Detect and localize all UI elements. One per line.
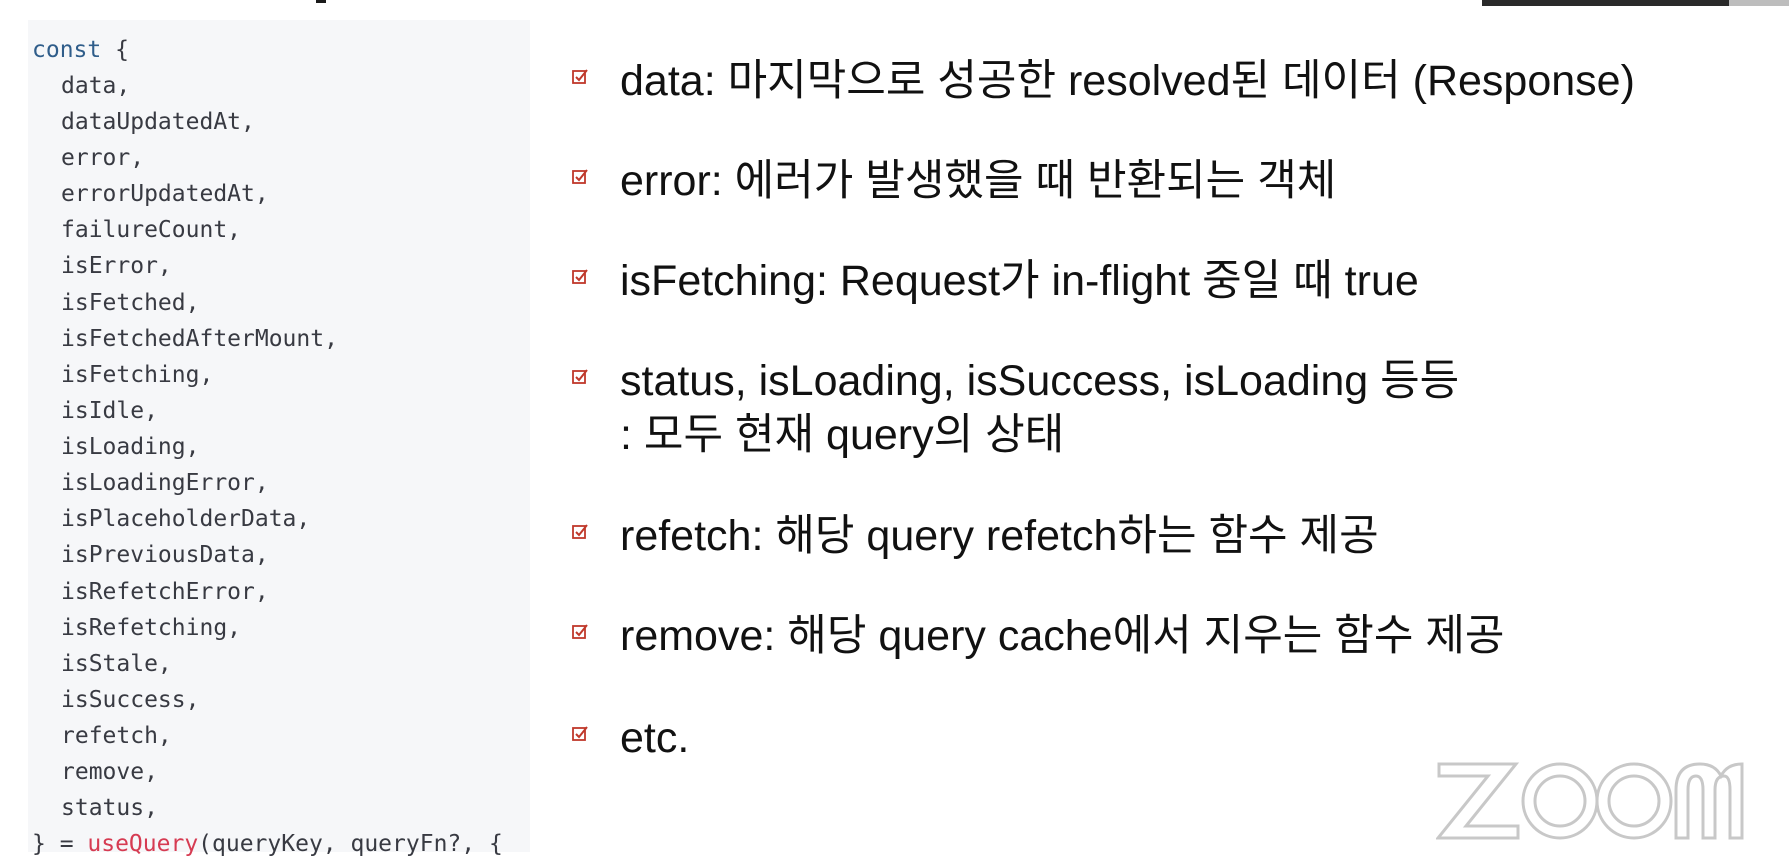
code-open-line: const { [32, 34, 129, 66]
code-close-line: } = useQuery(queryKey, queryFn?, { [32, 828, 503, 860]
close-suffix: (queryKey, queryFn?, { [198, 831, 503, 857]
bullet-text: etc. [620, 714, 690, 762]
checkbox-checked-icon [572, 169, 588, 184]
checkbox-checked-icon [572, 624, 588, 639]
code-field: isFetchedAfterMount, [61, 326, 338, 352]
bullet-text: error: 에러가 발생했을 때 반환되는 객체 [620, 157, 1337, 205]
code-field: isLoading, [61, 434, 200, 460]
code-field: remove, [61, 759, 158, 785]
zoom-logo [1436, 762, 1744, 840]
code-field: status, [61, 795, 158, 821]
bullet-text: isFetching: Request가 in-flight 중일 때 true [620, 257, 1419, 305]
checkbox-checked-icon [572, 69, 588, 84]
const-keyword: const [32, 37, 102, 63]
close-prefix: } = [32, 831, 88, 857]
code-field: dataUpdatedAt, [61, 109, 255, 135]
code-field: isLoadingError, [61, 470, 269, 496]
code-field: isRefetchError, [61, 579, 269, 605]
code-panel: const { data, dataUpdatedAt, error, erro… [28, 20, 530, 857]
bullet-text: status, isLoading, isSuccess, isLoading … [620, 357, 1460, 405]
video-thumbnail-strip [1482, 0, 1789, 6]
checkbox-checked-icon [572, 369, 588, 384]
bullet-text: remove: 해당 query cache에서 지우는 함수 제공 [620, 612, 1505, 660]
code-field: errorUpdatedAt, [61, 181, 269, 207]
top-edge-mark [316, 0, 326, 3]
code-field: data, [61, 73, 131, 99]
checkbox-checked-icon [572, 726, 588, 741]
bullet-text-continuation: : 모두 현재 query의 상태 [620, 411, 1065, 459]
code-field: isFetched, [61, 290, 200, 316]
code-field: isRefetching, [61, 615, 242, 641]
bullet-list: data: 마지막으로 성공한 resolved된 데이터 (Response)… [572, 0, 1772, 861]
use-query-function: useQuery [87, 831, 199, 857]
checkbox-checked-icon [572, 269, 588, 284]
code-field: error, [61, 145, 145, 171]
code-field: isError, [61, 253, 172, 279]
checkbox-checked-icon [572, 524, 588, 539]
bullet-text: refetch: 해당 query refetch하는 함수 제공 [620, 512, 1379, 560]
code-field: isPreviousData, [61, 542, 269, 568]
code-field: isFetching, [61, 362, 214, 388]
code-field: isIdle, [61, 398, 158, 424]
code-field: refetch, [61, 723, 172, 749]
open-brace: { [101, 37, 129, 63]
code-field: failureCount, [61, 217, 242, 243]
bullet-text: data: 마지막으로 성공한 resolved된 데이터 (Response) [620, 57, 1635, 105]
code-field: isPlaceholderData, [61, 506, 311, 532]
code-field: isStale, [61, 651, 172, 677]
code-field: isSuccess, [61, 687, 200, 713]
